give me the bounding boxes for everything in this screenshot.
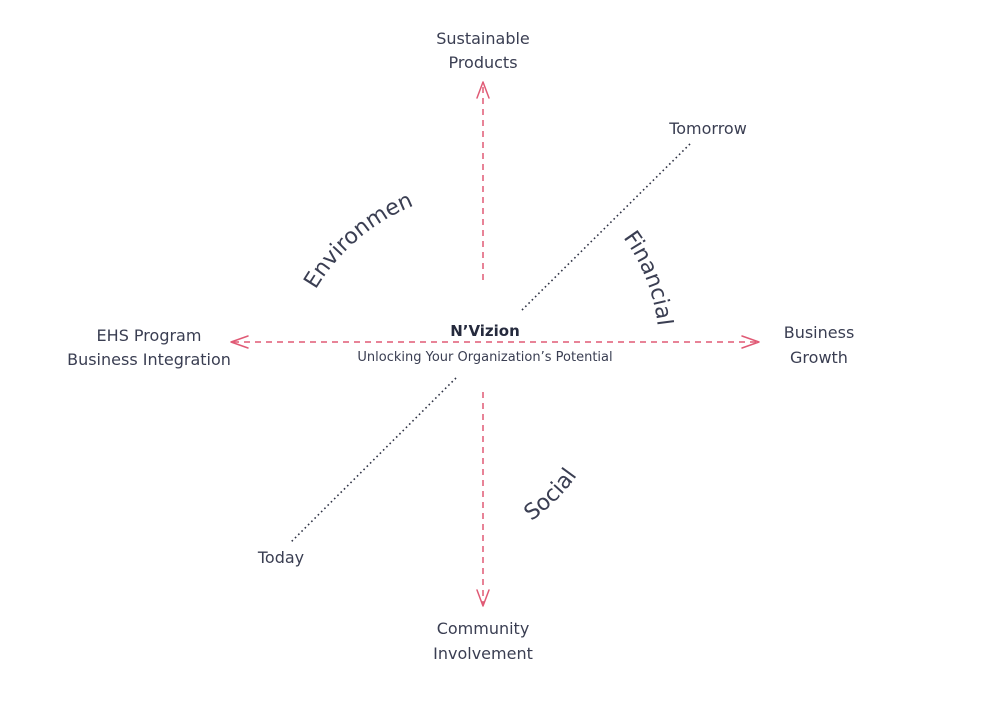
timeline-future-label: Tomorrow xyxy=(668,119,747,138)
arrow-up-head xyxy=(476,81,490,99)
top-label-line1: Sustainable xyxy=(436,29,530,48)
pillar-social-label: Social xyxy=(520,464,582,526)
bottom-label-line1: Community xyxy=(437,619,530,638)
center-subtitle: Unlocking Your Organization’s Potential xyxy=(357,350,612,365)
arrow-down-head xyxy=(476,589,490,607)
right-label-line2: Growth xyxy=(790,348,848,367)
right-label-line1: Business xyxy=(784,323,855,342)
pillar-environment-label: Environment xyxy=(0,0,416,293)
bottom-label-line2: Involvement xyxy=(433,644,533,663)
left-label-line2: Business Integration xyxy=(67,350,231,369)
pillar-financial-label: Financial xyxy=(618,227,677,328)
arrow-right-head xyxy=(741,335,760,349)
timeline-present-label: Today xyxy=(257,548,304,567)
timeline-upper-segment xyxy=(521,141,693,311)
center-title: N’Vizion xyxy=(450,322,520,340)
arrow-left-head xyxy=(230,335,249,349)
left-label-line1: EHS Program xyxy=(97,326,202,345)
timeline-lower-segment xyxy=(290,377,457,543)
top-label-line2: Products xyxy=(448,53,517,72)
